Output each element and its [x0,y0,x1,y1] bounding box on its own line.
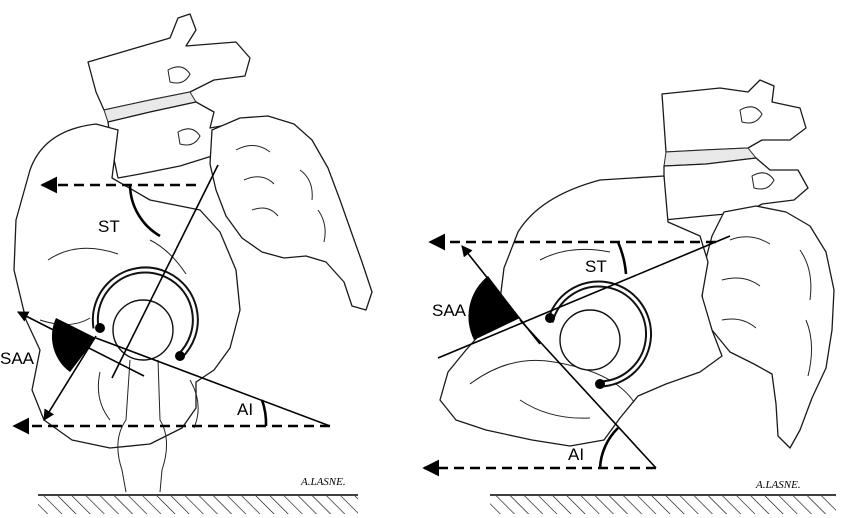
right-ai-label: AI [568,445,584,464]
right-st-label: ST [585,257,607,276]
left-saa-label: SAA [0,349,35,368]
right-ground [490,495,836,514]
left-ground [38,495,358,514]
right-panel: ST SAA AI A.LASNE. [424,80,836,514]
right-sacrum [702,206,834,448]
left-ai-label: AI [237,400,253,419]
left-panel: ST SAA AI A.LASNE. [0,14,372,514]
right-lumbar-spine [662,80,808,220]
left-st-label: ST [98,217,120,236]
right-saa-label: SAA [432,301,467,320]
left-signature: A.LASNE. [300,476,346,488]
right-signature: A.LASNE. [755,479,801,491]
